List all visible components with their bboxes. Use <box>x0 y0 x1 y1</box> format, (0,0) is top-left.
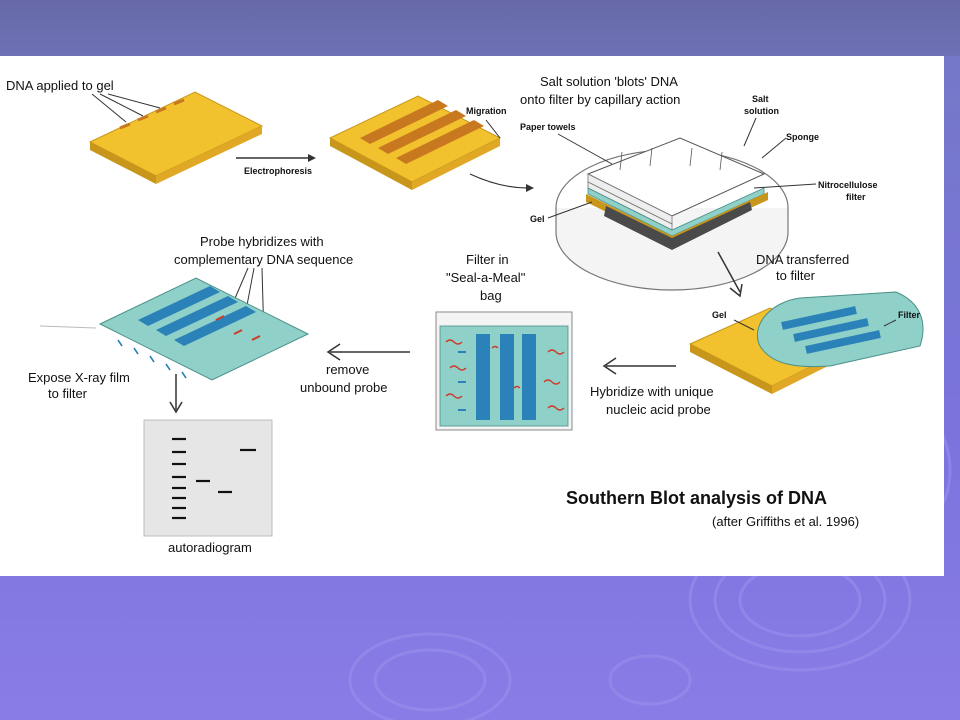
label-nitrocellulose-line2: filter <box>846 192 866 202</box>
arrow-left-to-bag-head <box>602 357 617 375</box>
label-paper-towels: Paper towels <box>520 122 576 132</box>
label-remove-line2: unbound probe <box>300 380 387 395</box>
label-hybridize-line2: nucleic acid probe <box>606 402 711 417</box>
label-migration: Migration <box>466 106 507 116</box>
label-filter-bag-line2: "Seal-a-Meal" <box>446 270 526 285</box>
faint-mark-left <box>39 325 97 329</box>
slide-top-band <box>0 0 960 56</box>
migration-arrow <box>485 119 501 139</box>
label-hybridize-line1: Hybridize with unique <box>590 384 714 399</box>
diagram-citation: (after Griffiths et al. 1996) <box>712 514 859 529</box>
diagram-title: Southern Blot analysis of DNA <box>566 488 827 508</box>
southern-blot-diagram: DNA applied to gel Electrophoresis Migra… <box>6 74 924 555</box>
arrow-down-to-transfer <box>717 251 741 293</box>
capillary-blot-apparatus <box>555 137 789 291</box>
label-expose-line2: to filter <box>48 386 88 401</box>
apparatus-pointers <box>547 117 817 219</box>
label-salt-blots-line1: Salt solution 'blots' DNA <box>540 74 678 89</box>
diagram-panel: DNA applied to gel Electrophoresis Migra… <box>0 56 944 576</box>
label-gel-2: Gel <box>712 310 727 320</box>
gel-with-migrated-bands <box>328 95 502 190</box>
label-salt-blots-line2: onto filter by capillary action <box>520 92 680 107</box>
curved-transfer-arrow-1 <box>469 173 529 189</box>
label-expose-line1: Expose X-ray film <box>28 370 130 385</box>
probed-filter <box>98 277 310 381</box>
curved-arrowhead-1 <box>526 184 534 192</box>
filter-2-pointer <box>883 319 897 327</box>
label-sponge: Sponge <box>786 132 819 142</box>
autoradiogram-film <box>143 419 273 537</box>
label-nitrocellulose-line1: Nitrocellulose <box>818 180 878 190</box>
gel-2-pointer <box>733 319 755 331</box>
label-probe-line1: Probe hybridizes with <box>200 234 324 249</box>
label-electrophoresis: Electrophoresis <box>244 166 312 176</box>
label-dna-applied: DNA applied to gel <box>6 78 114 93</box>
label-salt-solution-line2: solution <box>744 106 779 116</box>
label-salt-solution-line1: Salt <box>752 94 769 104</box>
label-filter-2: Filter <box>898 310 921 320</box>
label-autoradiogram: autoradiogram <box>168 540 252 555</box>
label-dna-transferred-line1: DNA transferred <box>756 252 849 267</box>
gel-with-peeled-filter <box>688 291 924 394</box>
arrow-down-to-transfer-head <box>729 283 743 298</box>
label-filter-bag-line3: bag <box>480 288 502 303</box>
seal-a-meal-bag <box>435 311 573 431</box>
label-dna-transferred-line2: to filter <box>776 268 816 283</box>
arrow-down-to-autoradiogram-head <box>169 401 183 414</box>
electrophoresis-arrowhead <box>308 154 316 162</box>
arrow-left-to-probed-filter-head <box>326 343 341 361</box>
dna-applied-pointers <box>91 93 161 123</box>
label-gel-1: Gel <box>530 214 545 224</box>
label-filter-bag-line1: Filter in <box>466 252 509 267</box>
gel-with-dna-wells <box>88 91 264 184</box>
label-probe-line2: complementary DNA sequence <box>174 252 353 267</box>
label-remove-line1: remove <box>326 362 369 377</box>
